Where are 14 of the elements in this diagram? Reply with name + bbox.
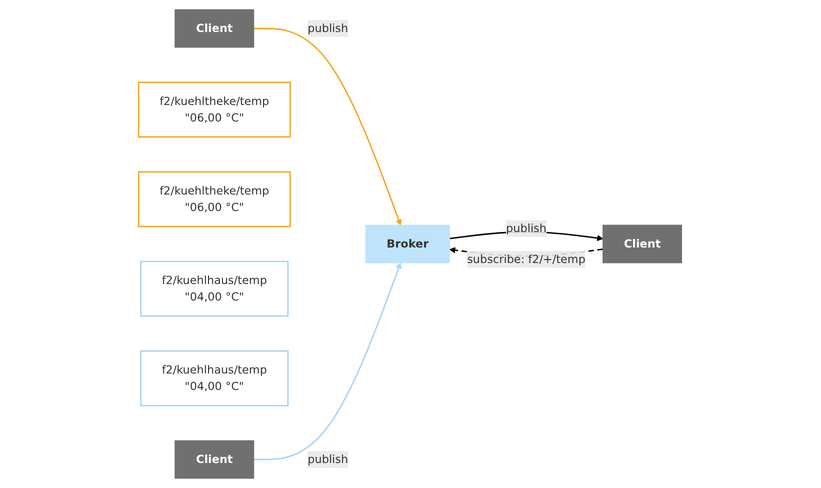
node-box: Client: [602, 224, 682, 264]
node-box: f2/kuehltheke/temp "06,00 °C": [138, 171, 292, 228]
node-box: f2/kuehlhaus/temp "04,00 °C": [140, 350, 289, 406]
node-box: f2/kuehltheke/temp "06,00 °C": [138, 82, 292, 138]
edge-label: publish: [308, 21, 348, 35]
node-box: Client: [174, 9, 254, 48]
edge-label: publish: [308, 452, 348, 466]
node-box: Client: [174, 440, 254, 479]
node-box: Broker: [366, 224, 450, 264]
arrow: [254, 262, 402, 460]
node-box: f2/kuehlhaus/temp "04,00 °C": [140, 260, 289, 317]
edge-label: subscribe: f2/+/temp: [467, 252, 586, 266]
arrow: [254, 28, 402, 226]
edge-label: publish: [506, 222, 547, 235]
